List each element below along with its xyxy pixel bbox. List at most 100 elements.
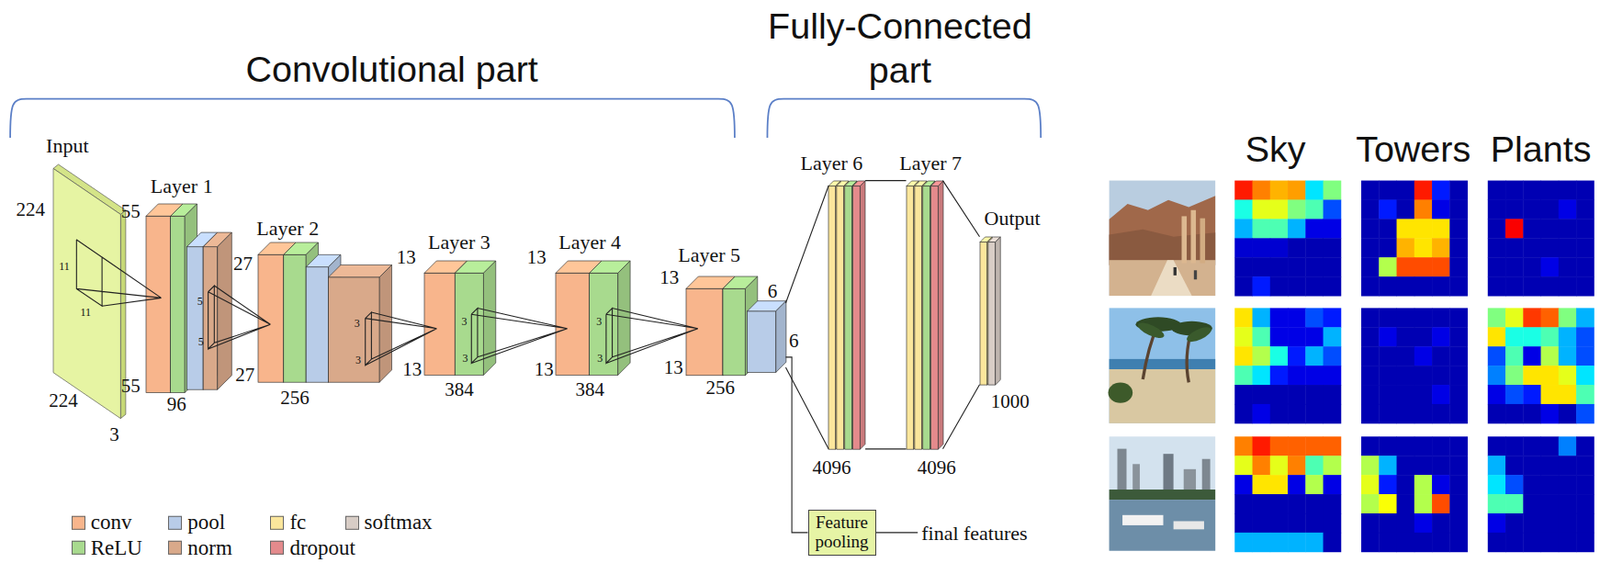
- heatmap-cell: [1487, 513, 1507, 533]
- block-face: [283, 255, 306, 384]
- heatmap-cell: [1431, 365, 1451, 385]
- heatmap-cell: [1287, 346, 1307, 366]
- heatmap-cell: [1323, 474, 1342, 495]
- section-heading: Plants: [1490, 129, 1592, 171]
- heatmap-cell: [1522, 199, 1542, 219]
- heatmap-cell: [1287, 455, 1307, 475]
- pooling-box: Feature pooling: [808, 509, 877, 556]
- heatmap-cell: [1397, 455, 1416, 475]
- heatmap-cell: [1487, 532, 1507, 553]
- block-face: [454, 273, 484, 376]
- heatmap-cell: [1270, 307, 1289, 327]
- heatmap-cell: [1397, 365, 1416, 385]
- heatmap-cell: [1522, 436, 1542, 456]
- heatmap-cell: [1361, 199, 1380, 219]
- heatmap-cell: [1305, 436, 1324, 456]
- heatmap-cell: [1505, 346, 1524, 366]
- heatmap-cell: [1449, 436, 1468, 456]
- heatmap-cell: [1378, 455, 1398, 475]
- block-shape: [424, 260, 496, 375]
- heatmap-cell: [1378, 218, 1398, 238]
- layer-title: Layer 7: [899, 151, 962, 175]
- heatmap-cell: [1487, 455, 1507, 475]
- heatmap-cell: [1287, 276, 1307, 296]
- photo-sky: [1109, 307, 1217, 423]
- heatmap-cell: [1576, 276, 1595, 296]
- layer-title: Layer 4: [558, 231, 621, 255]
- heatmap-cell: [1252, 494, 1272, 514]
- heatmap-cell: [1558, 326, 1578, 347]
- dimension-label: 256: [706, 376, 736, 399]
- heatmap-cell: [1270, 436, 1289, 456]
- legend-label: fc: [289, 510, 306, 535]
- heatmap-cell: [1361, 276, 1380, 296]
- heatmap-cell: [1522, 326, 1542, 347]
- heatmap-cell: [1576, 180, 1595, 201]
- heatmap-cell: [1431, 326, 1451, 347]
- legend-item: conv: [71, 510, 133, 535]
- heatmap-cell: [1270, 180, 1289, 201]
- heatmap-cell: [1541, 276, 1560, 296]
- photo-sea: [1109, 359, 1217, 370]
- photo-rock: [1109, 229, 1217, 266]
- heatmap-cell: [1522, 257, 1542, 277]
- heatmap-cell: [1252, 237, 1272, 258]
- heatmap-cell: [1487, 218, 1507, 238]
- block-face: [836, 185, 845, 450]
- heatmap-cell: [1234, 326, 1253, 347]
- dimension-label: 6: [767, 280, 778, 303]
- heatmap-cell: [1234, 180, 1253, 201]
- dimension-label: 1000: [991, 390, 1030, 413]
- heatmap-cell: [1397, 474, 1416, 495]
- heatmap-cell: [1361, 532, 1380, 553]
- heatmap-cell: [1397, 532, 1416, 553]
- section-heading: Sky: [1245, 129, 1307, 171]
- heatmap-cell: [1558, 436, 1578, 456]
- heatmap-cell: [1576, 494, 1595, 514]
- section-heading: Convolutional part: [245, 48, 538, 91]
- block-side: [994, 236, 1001, 385]
- layer-block: Layer 7: [906, 180, 944, 450]
- heatmap-cell: [1487, 474, 1507, 495]
- heatmap-cell: [1287, 404, 1307, 424]
- heatmap-cell: [1487, 307, 1507, 327]
- dimension-label: 13: [396, 246, 417, 269]
- heatmap-cell: [1576, 365, 1595, 385]
- heatmap-cell: [1397, 436, 1416, 456]
- heatmap-cell: [1287, 365, 1307, 385]
- heatmap-cell: [1414, 513, 1433, 533]
- heatmap-cell: [1252, 257, 1272, 277]
- block-face: [913, 185, 922, 450]
- heatmap-cell: [1270, 404, 1289, 424]
- heatmap-cell: [1541, 346, 1560, 366]
- block-shape: [555, 260, 631, 375]
- block-side: [860, 180, 867, 450]
- heatmap-cell: [1323, 404, 1342, 424]
- heatmap-cell: [1431, 513, 1451, 533]
- heatmap-cell: [1431, 218, 1451, 238]
- heatmap-cell: [1449, 218, 1468, 238]
- heatmap-cell: [1414, 455, 1433, 475]
- heatmap-cell: [1234, 494, 1253, 514]
- heatmap-cell: [1270, 199, 1289, 219]
- heatmap-cell: [1541, 180, 1560, 201]
- heatmap-cell: [1487, 346, 1507, 366]
- block-face: [202, 247, 218, 391]
- block-shape: [258, 242, 393, 383]
- leader-line: [876, 531, 919, 533]
- heatmap-cell: [1414, 532, 1433, 553]
- heatmap-cell: [1487, 404, 1507, 424]
- heatmap-cell: [1270, 513, 1289, 533]
- heatmap-cell: [1558, 365, 1578, 385]
- dimension-label: 27: [235, 363, 255, 386]
- block-side: [484, 260, 496, 375]
- legend-item: fc: [270, 510, 306, 535]
- block-face: [853, 185, 861, 450]
- heatmap-cell: [1505, 455, 1524, 475]
- dimension-label: 13: [659, 266, 679, 289]
- heatmap-cell: [1541, 237, 1560, 258]
- heatmap-cell: [1558, 384, 1578, 405]
- heatmap-cell: [1234, 307, 1253, 327]
- block-face: [845, 185, 853, 450]
- heatmap-cell: [1487, 384, 1507, 405]
